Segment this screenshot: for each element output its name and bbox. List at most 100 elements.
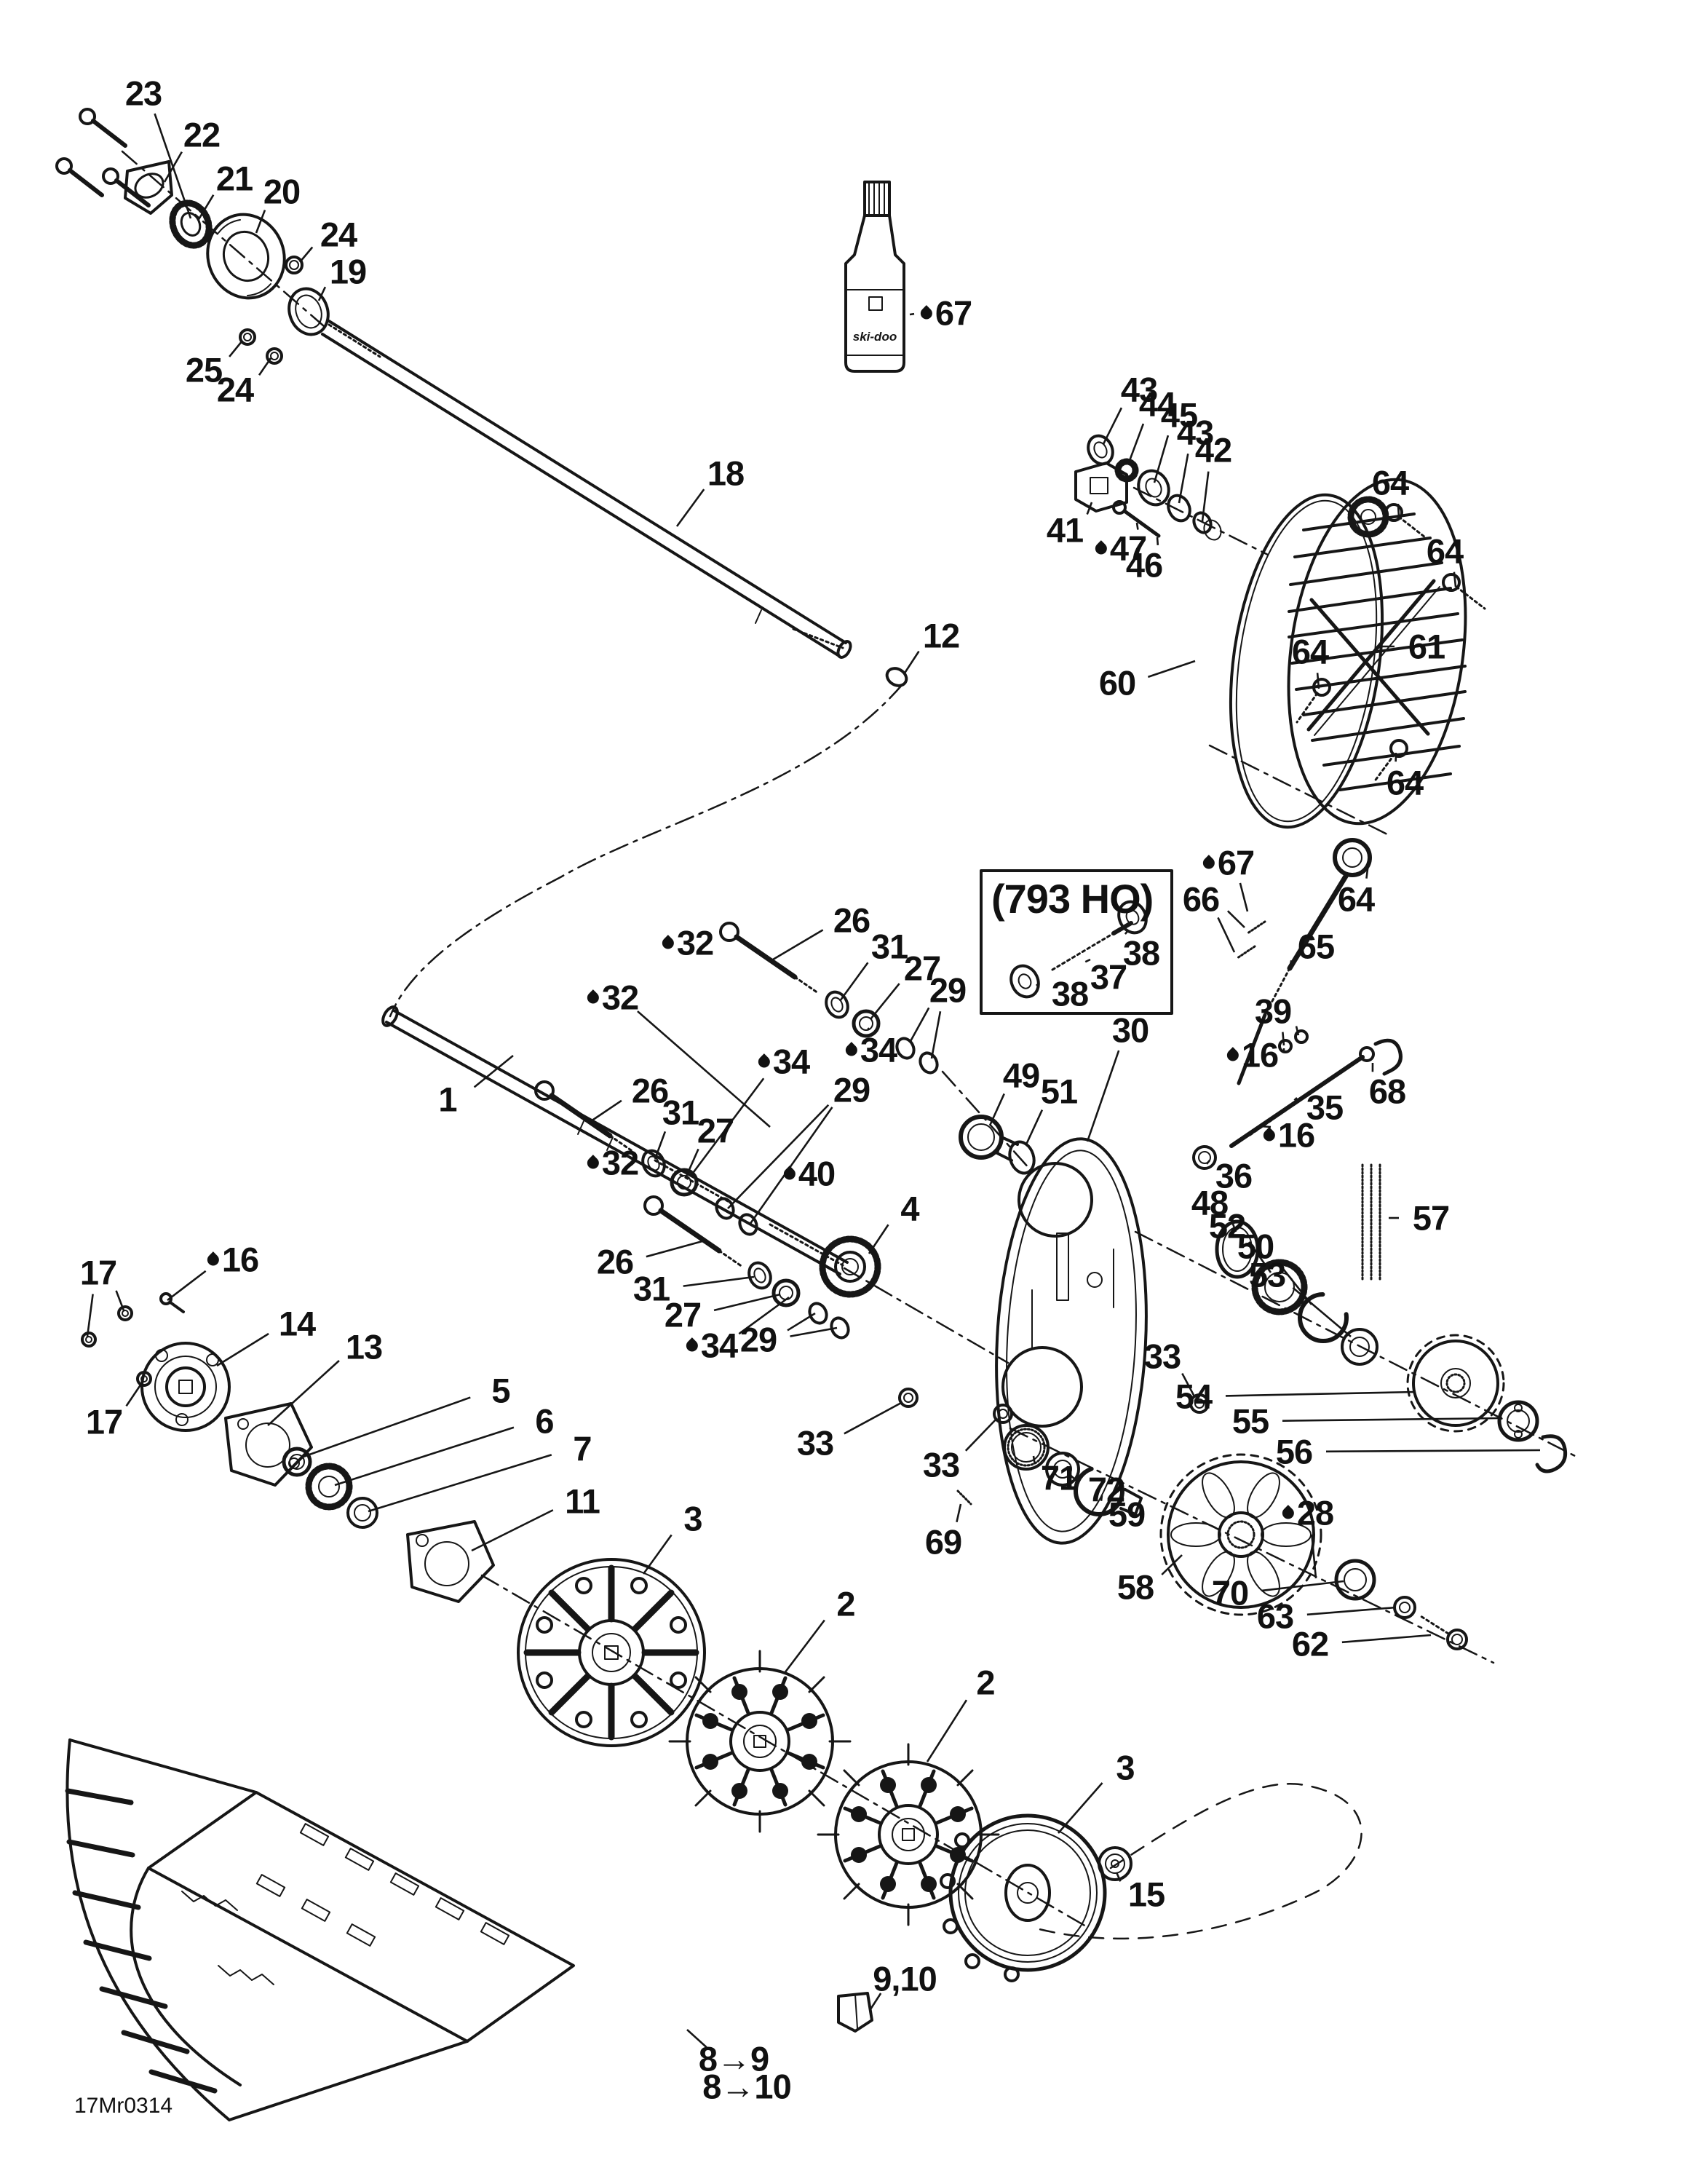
- leader-line: [1365, 863, 1370, 879]
- bottle-brand-text: ski-doo: [853, 330, 897, 344]
- callout-72: 72: [1088, 1473, 1125, 1507]
- leader-line: [1161, 1554, 1183, 1575]
- leader-line: [1217, 917, 1236, 953]
- callout-64: 64: [1337, 879, 1375, 919]
- callout-text: 64: [1337, 879, 1375, 919]
- callout-4: 4: [900, 1192, 919, 1226]
- callout-13: 13: [346, 1330, 383, 1364]
- callout-2: 2: [836, 1587, 855, 1621]
- leader-line: [334, 1426, 515, 1487]
- axle-hub-group: [81, 1292, 495, 1603]
- callout-59: 59: [1108, 1497, 1146, 1532]
- callout-text: 17: [79, 1253, 117, 1292]
- callout-71: 71: [1040, 1458, 1078, 1497]
- callout-text: 61: [1408, 627, 1445, 666]
- leader-line: [908, 1007, 930, 1043]
- callout-text: 3: [683, 1499, 702, 1538]
- oil-drop-icon: [1200, 854, 1218, 871]
- leader-line: [1135, 522, 1139, 530]
- leader-line: [1261, 1580, 1344, 1592]
- callout-64: 64: [1291, 632, 1329, 671]
- leader-line: [926, 1699, 968, 1762]
- leader-line: [1295, 1026, 1300, 1036]
- callout-33: 33: [923, 1448, 960, 1482]
- callout-50: 50: [1237, 1230, 1274, 1264]
- leader-line: [1086, 502, 1093, 515]
- callout-32: 32: [659, 926, 714, 960]
- leader-line: [1032, 1455, 1036, 1464]
- callout-text: 68: [1368, 1072, 1406, 1111]
- leader-line: [1226, 910, 1245, 928]
- leader-line: [772, 929, 824, 961]
- leader-line: [642, 1534, 673, 1575]
- leader-line: [1306, 1606, 1397, 1616]
- callout-text: 7: [573, 1429, 592, 1468]
- chaincase-housing: [819, 1115, 1210, 1545]
- leader-line: [988, 1093, 1005, 1126]
- callout-66: 66: [1183, 882, 1220, 917]
- callout-text: 2: [976, 1663, 995, 1702]
- leader-line: [86, 1294, 94, 1337]
- track-drive-shaft-1: [381, 1005, 849, 1275]
- callout-9-10: 9,10: [873, 1962, 937, 1996]
- callout-68: 68: [1368, 1072, 1406, 1111]
- callout-22: 22: [183, 118, 221, 152]
- leader-line: [675, 488, 705, 527]
- callout-text: 1: [438, 1080, 457, 1119]
- callout-text: 67: [1217, 843, 1255, 882]
- callout-text: 39: [1254, 992, 1292, 1031]
- callout-text: 24: [216, 370, 254, 409]
- leader-line: [1316, 673, 1320, 689]
- callout-26: 26: [632, 1074, 669, 1108]
- leader-line: [869, 1993, 882, 2010]
- leader-line: [1025, 1109, 1044, 1145]
- callout-text: 33: [1143, 1337, 1181, 1376]
- callout-text: 15: [1127, 1875, 1165, 1914]
- callout-64: 64: [1427, 534, 1464, 569]
- leader-line: [683, 1275, 755, 1287]
- callout-text: 40: [798, 1154, 836, 1193]
- oil-drop-icon: [843, 1041, 860, 1059]
- callout-text: 4: [900, 1189, 919, 1228]
- leader-line: [229, 340, 244, 357]
- callout-text: 69: [924, 1522, 962, 1562]
- callout-text: 33: [796, 1423, 834, 1463]
- leader-line: [1248, 1241, 1272, 1273]
- callout-40: 40: [781, 1154, 836, 1193]
- callout-text: 64: [1291, 632, 1329, 671]
- callout-text: 64: [1386, 763, 1424, 802]
- callout-69: 69: [924, 1522, 962, 1562]
- leader-line: [1100, 1495, 1103, 1501]
- callout-33: 33: [796, 1423, 834, 1463]
- callout-35: 35: [1306, 1091, 1344, 1125]
- callout-text: 70: [1211, 1573, 1249, 1613]
- oil-drop-icon: [584, 1154, 602, 1171]
- callout-27: 27: [665, 1298, 702, 1332]
- callout-34: 34: [843, 1033, 897, 1067]
- callout-text: 47: [1109, 529, 1147, 568]
- upper-gear-train: [1215, 1219, 1568, 1473]
- callout-48: 48: [1191, 1186, 1229, 1220]
- leader-line: [1293, 1097, 1298, 1101]
- callout-text: 16: [1241, 1035, 1279, 1075]
- leader-line: [869, 983, 900, 1020]
- callout-1: 1: [438, 1080, 457, 1119]
- leader-line: [1282, 1417, 1503, 1422]
- callout-38: 38: [1052, 977, 1089, 1011]
- leader-line: [1225, 1390, 1416, 1397]
- callout-text: 46: [1125, 545, 1163, 585]
- lower-gear-train: [1003, 1424, 1468, 1650]
- callout-44: 44: [1139, 387, 1176, 422]
- leader-line: [964, 1417, 998, 1452]
- callout-32: 32: [584, 981, 639, 1015]
- callout-text: 54: [1175, 1377, 1213, 1416]
- leader-line: [471, 1509, 554, 1552]
- callout-text: 71: [1040, 1458, 1078, 1497]
- leader-line: [1205, 1160, 1210, 1165]
- callout-54: 54: [1175, 1377, 1213, 1416]
- callout-46: 46: [1125, 545, 1163, 585]
- oil-drop-icon: [683, 1337, 701, 1354]
- callout-text: 36: [1215, 1156, 1253, 1195]
